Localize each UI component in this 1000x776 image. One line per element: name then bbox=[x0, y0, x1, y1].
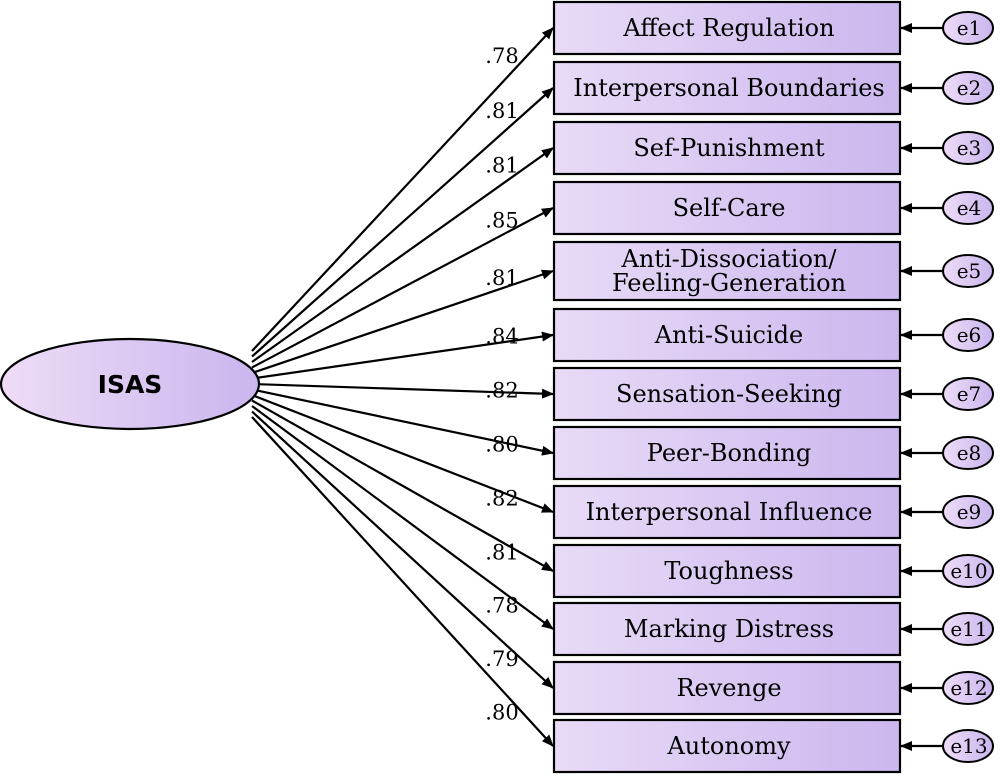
path-arrow-12 bbox=[251, 410, 554, 689]
error-term-7 bbox=[942, 377, 994, 411]
indicator-box-8 bbox=[552, 425, 902, 481]
indicator-box-1 bbox=[552, 0, 902, 56]
indicator-box-11 bbox=[552, 601, 902, 657]
path-arrow-8 bbox=[251, 388, 554, 456]
error-label-5: e5 bbox=[957, 259, 982, 283]
indicator-9: Interpersonal Influence bbox=[552, 484, 902, 540]
loading-label-3: .81 bbox=[485, 154, 518, 178]
path-arrow-7 bbox=[251, 382, 554, 399]
indicator-label-2: Interpersonal Boundaries bbox=[573, 74, 884, 102]
indicator-label-3: Sef-Punishment bbox=[633, 134, 825, 162]
indicator-label-5-line-1: Anti-Dissociation/ bbox=[621, 245, 838, 273]
indicator-label-11: Marking Distress bbox=[624, 615, 834, 643]
indicator-3: Sef-Punishment bbox=[552, 120, 902, 176]
error-term-10 bbox=[942, 554, 994, 588]
loading-label-2: .81 bbox=[485, 99, 518, 123]
indicator-label-12: Revenge bbox=[676, 674, 781, 702]
indicator-box-2 bbox=[552, 60, 902, 116]
loading-label-10: .81 bbox=[485, 540, 518, 564]
indicator-13: Autonomy bbox=[552, 718, 902, 774]
indicator-label-7: Sensation-Seeking bbox=[616, 380, 842, 408]
error-term-4 bbox=[942, 191, 994, 225]
indicator-box-13 bbox=[552, 718, 902, 774]
indicator-4: Self-Care bbox=[552, 180, 902, 236]
error-term-5 bbox=[942, 254, 994, 288]
loading-label-5: .81 bbox=[485, 266, 518, 290]
indicator-label-9: Interpersonal Influence bbox=[586, 498, 873, 526]
indicator-10: Toughness bbox=[552, 543, 902, 599]
error-term-11 bbox=[942, 612, 994, 646]
loading-label-11: .78 bbox=[485, 593, 518, 617]
indicator-box-4 bbox=[552, 180, 902, 236]
loading-label-1: .78 bbox=[485, 44, 518, 68]
path-arrow-1 bbox=[251, 27, 554, 352]
path-arrow-3 bbox=[251, 147, 554, 363]
indicator-label-13: Autonomy bbox=[666, 732, 791, 760]
error-label-6: e6 bbox=[957, 323, 982, 347]
error-term-3 bbox=[942, 131, 994, 165]
indicator-box-5 bbox=[552, 240, 902, 302]
indicator-box-10 bbox=[552, 543, 902, 599]
error-label-10: e10 bbox=[950, 559, 987, 583]
indicator-2: Interpersonal Boundaries bbox=[552, 60, 902, 116]
indicator-box-12 bbox=[552, 660, 902, 716]
loading-label-7: .82 bbox=[485, 379, 518, 403]
error-label-12: e12 bbox=[950, 676, 987, 700]
indicator-1: Affect Regulation bbox=[552, 0, 902, 56]
path-arrow-13 bbox=[251, 416, 554, 747]
error-term-12 bbox=[942, 671, 994, 705]
error-term-8 bbox=[942, 436, 994, 470]
indicator-label-1: Affect Regulation bbox=[622, 14, 834, 42]
error-label-2: e2 bbox=[957, 76, 982, 100]
paths-layer: .78 .81 .81 .85 .81 .84 .82 .80 .82 .81 .78 .79 .80 bbox=[251, 27, 554, 747]
latent-layer: ISAS bbox=[0, 337, 261, 431]
error-term-9 bbox=[942, 495, 994, 529]
loading-label-4: .85 bbox=[485, 209, 518, 233]
error-label-7: e7 bbox=[957, 382, 982, 406]
path-arrow-9 bbox=[251, 393, 554, 514]
indicator-label-4: Self-Care bbox=[673, 194, 786, 222]
indicator-12: Revenge bbox=[552, 660, 902, 716]
loading-label-13: .80 bbox=[485, 700, 518, 724]
indicator-label-10: Toughness bbox=[664, 557, 793, 585]
indicator-label-5-line-2: Feeling-Generation bbox=[612, 269, 846, 297]
error-label-8: e8 bbox=[957, 441, 982, 465]
indicator-box-6 bbox=[552, 307, 902, 363]
error-label-1: e1 bbox=[957, 16, 982, 40]
path-arrow-4 bbox=[251, 207, 554, 369]
indicator-label-6: Anti-Suicide bbox=[654, 321, 803, 349]
error-term-13 bbox=[942, 729, 994, 763]
loading-label-6: .84 bbox=[485, 325, 518, 349]
indicator-6: Anti-Suicide bbox=[552, 307, 902, 363]
loading-label-9: .82 bbox=[485, 486, 518, 510]
error-terms-layer: e1 e2 e3 e4 e5 e6 e7 e8 e9 e10 e11 e12 e13 bbox=[900, 11, 994, 763]
error-term-6 bbox=[942, 318, 994, 352]
path-arrow-2 bbox=[251, 87, 554, 358]
latent-ellipse bbox=[0, 337, 261, 431]
loading-label-8: .80 bbox=[485, 432, 518, 456]
indicator-7: Sensation-Seeking bbox=[552, 366, 902, 422]
indicator-5: Anti-Dissociation/Feeling-Generation bbox=[552, 240, 902, 302]
latent-label: ISAS bbox=[98, 370, 163, 399]
path-arrow-10 bbox=[251, 399, 554, 572]
error-term-2 bbox=[942, 71, 994, 105]
loading-label-12: .79 bbox=[485, 647, 518, 671]
indicator-11: Marking Distress bbox=[552, 601, 902, 657]
path-arrow-6 bbox=[251, 331, 554, 380]
error-label-3: e3 bbox=[957, 136, 982, 160]
error-label-11: e11 bbox=[950, 617, 987, 641]
indicator-box-7 bbox=[552, 366, 902, 422]
error-label-9: e9 bbox=[957, 500, 982, 524]
path-arrow-11 bbox=[251, 405, 554, 630]
indicator-label-8: Peer-Bonding bbox=[647, 439, 811, 467]
error-term-1 bbox=[942, 11, 994, 45]
indicator-8: Peer-Bonding bbox=[552, 425, 902, 481]
error-label-4: e4 bbox=[957, 196, 982, 220]
path-arrow-5 bbox=[251, 269, 554, 375]
error-label-13: e13 bbox=[950, 734, 987, 758]
